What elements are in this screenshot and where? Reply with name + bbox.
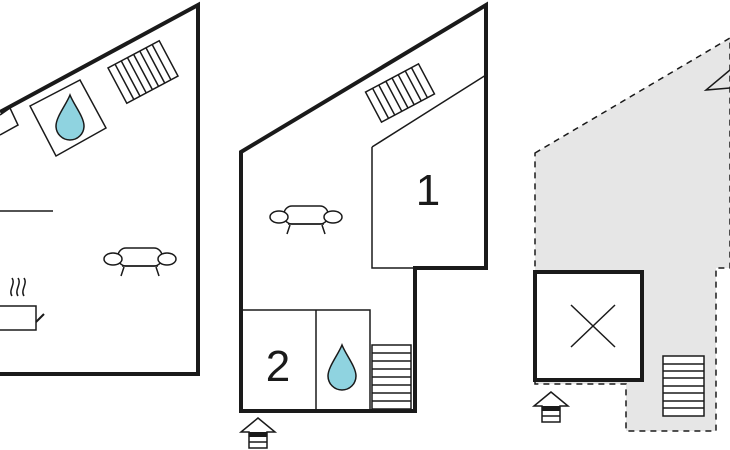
stairs-icon — [106, 39, 180, 105]
room-2 — [241, 309, 371, 411]
middle-floor: 1 2 — [239, 1, 488, 449]
entrance-arrow-icon — [533, 391, 569, 423]
stairs-icon — [662, 355, 705, 417]
sofa-icon — [269, 205, 343, 235]
room-1-label: 1 — [416, 166, 440, 215]
room-2-label: 2 — [266, 342, 290, 391]
skylight-x-icon — [570, 304, 616, 348]
right-floor — [533, 37, 730, 432]
skylight-box — [533, 270, 644, 382]
sofa-icon — [103, 247, 177, 277]
entrance-arrow-icon — [240, 417, 276, 449]
water-drop-icon — [55, 94, 85, 141]
stove-icon — [0, 277, 45, 331]
stairs-icon — [371, 344, 412, 410]
left-floor-window — [0, 106, 19, 136]
left-floor — [0, 1, 200, 376]
direction-marker — [703, 69, 730, 91]
left-floor-outline — [0, 1, 200, 376]
room-1 — [371, 74, 487, 269]
left-floor-bathroom — [28, 78, 108, 158]
water-drop-icon — [327, 344, 357, 391]
stairs-icon — [364, 62, 436, 124]
